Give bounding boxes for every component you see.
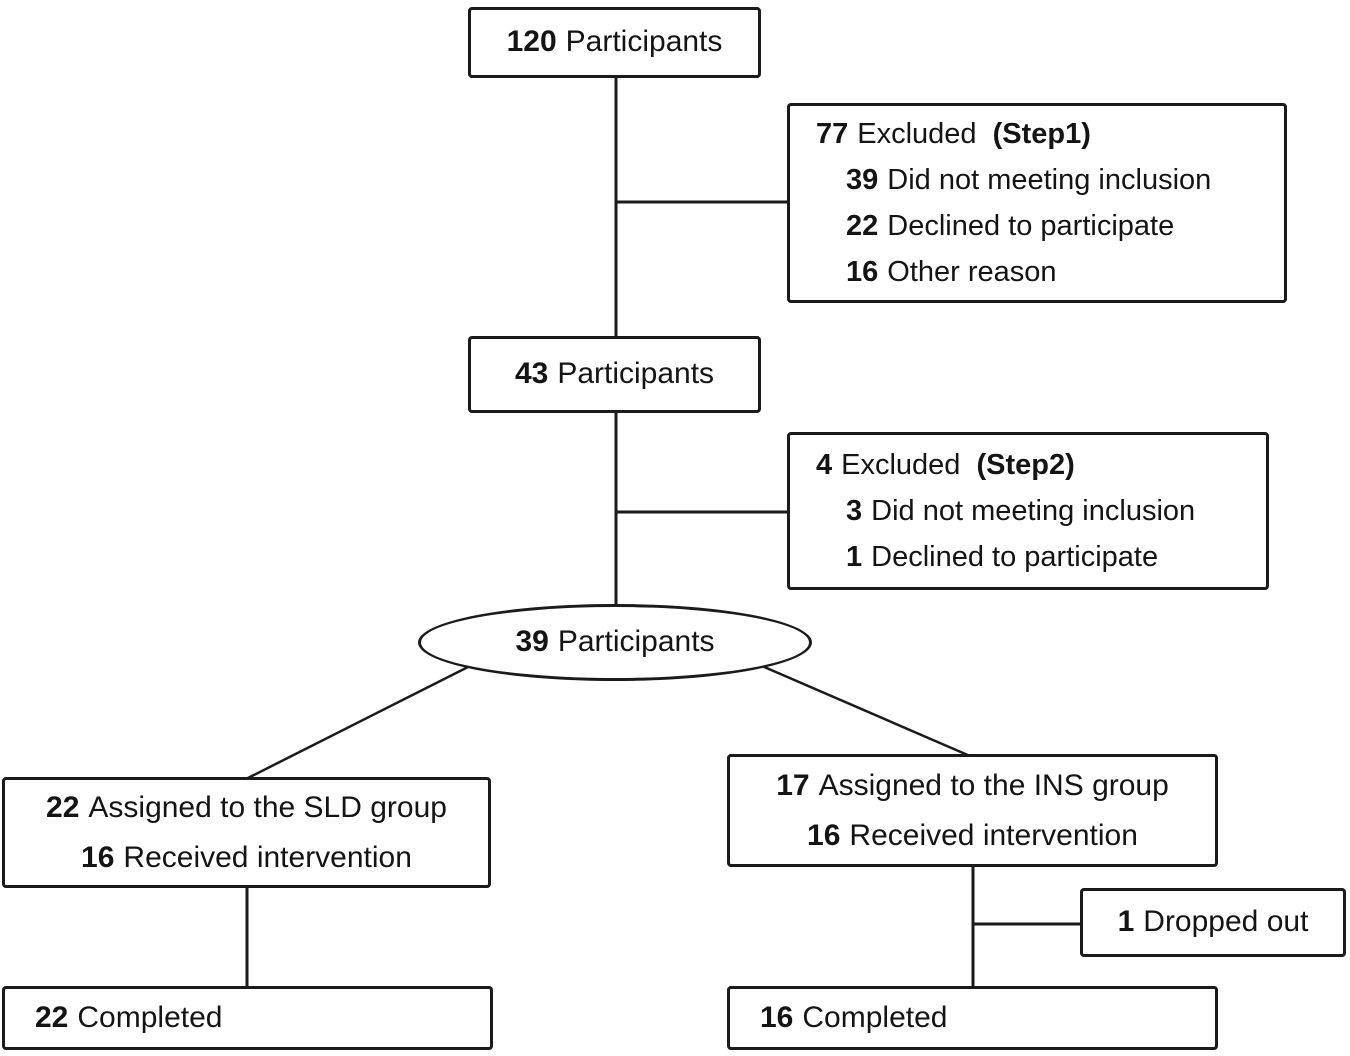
sld-assigned-label: Assigned to the SLD group — [88, 790, 447, 824]
excluded-step1-label: Excluded — [857, 118, 977, 150]
reason-label: Did not meeting inclusion — [871, 495, 1196, 527]
reason-label: Did not meeting inclusion — [887, 164, 1212, 196]
excluded-step1-step: (Step1) — [992, 118, 1091, 150]
sld-received-label: Received intervention — [123, 840, 412, 874]
excluded-step1-count: 77 — [816, 118, 849, 150]
ins-received-count: 16 — [807, 818, 841, 852]
reason-count: 16 — [846, 256, 879, 288]
sld-assigned-count: 22 — [46, 790, 80, 824]
ins-assigned-count: 17 — [776, 768, 810, 802]
reason-count: 3 — [846, 495, 863, 527]
reason-count: 1 — [846, 541, 863, 573]
ins-completed-count: 16 — [760, 1000, 794, 1034]
randomized-count: 39 — [515, 625, 549, 659]
after-step1-count: 43 — [514, 357, 549, 391]
reason-label: Declined to participate — [887, 210, 1175, 242]
excluded-step2-step: (Step2) — [976, 449, 1075, 481]
connector-randomized-to-sld — [245, 665, 469, 781]
reason-label: Declined to participate — [871, 541, 1159, 573]
reason-count: 39 — [846, 164, 879, 196]
enrolled-label: Participants — [565, 25, 723, 59]
connector-randomized-to-ins — [761, 664, 971, 758]
enrolled-count: 120 — [506, 25, 557, 59]
reason-count: 22 — [846, 210, 879, 242]
ins-assigned-label: Assigned to the INS group — [818, 768, 1169, 802]
reason-label: Other reason — [887, 256, 1057, 288]
randomized-label: Participants — [557, 625, 715, 659]
sld-received-count: 16 — [81, 840, 115, 874]
ins-completed-label: Completed — [802, 1000, 948, 1034]
sld-completed-count: 22 — [35, 1000, 69, 1034]
excluded-step2-count: 4 — [816, 449, 833, 481]
after-step1-label: Participants — [557, 357, 715, 391]
sld-completed-label: Completed — [77, 1000, 223, 1034]
dropped-out-label: Dropped out — [1143, 905, 1309, 939]
dropped-out-count: 1 — [1117, 905, 1135, 939]
excluded-step2-label: Excluded — [841, 449, 961, 481]
ins-received-label: Received intervention — [849, 818, 1138, 852]
